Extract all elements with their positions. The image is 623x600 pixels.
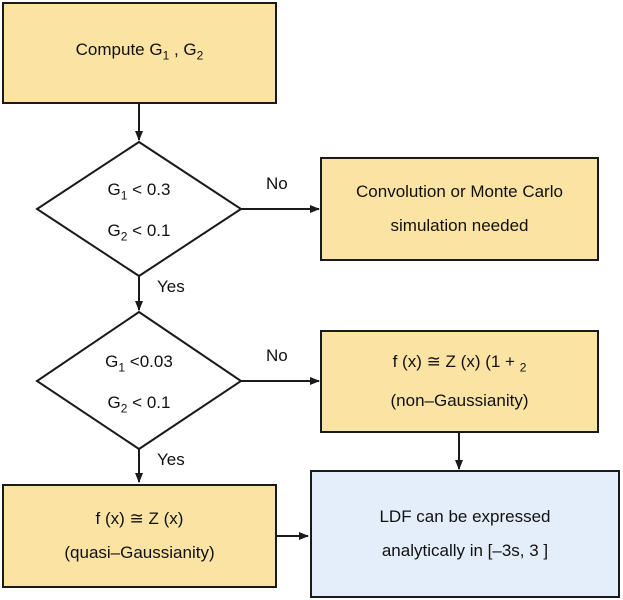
- decision2-condition-1: G1 <0.03: [105, 352, 173, 375]
- convolution-line1: Convolution or Monte Carlo: [356, 182, 563, 201]
- quasi-gaussianity-formula: f (x) ≅ Z (x): [95, 509, 184, 528]
- decision1-condition-2: G2 < 0.1: [107, 221, 171, 244]
- edge-label-no-2: No: [266, 346, 288, 365]
- compute-text: Compute G1 , G2: [75, 40, 204, 63]
- quasi-gaussianity-label: (quasi–Gaussianity): [64, 543, 215, 562]
- ldf-line2: analytically in [–3s, 3 ]: [381, 541, 549, 560]
- convolution-line2: simulation needed: [390, 216, 529, 235]
- quasi-gaussianity-box: f (x) ≅ Z (x) (quasi–Gaussianity): [2, 484, 277, 588]
- decision1-text: G1 < 0.3 G2 < 0.1: [74, 172, 204, 255]
- compute-box: Compute G1 , G2: [2, 2, 277, 104]
- decision2-text: G1 <0.03 G2 < 0.1: [74, 344, 204, 427]
- convolution-box: Convolution or Monte Carlo simulation ne…: [320, 157, 599, 261]
- edge-label-no-1: No: [266, 174, 288, 193]
- ldf-line1: LDF can be expressed: [379, 507, 551, 526]
- decision1-condition-1: G1 < 0.3: [107, 180, 171, 203]
- edge-label-yes-1: Yes: [157, 277, 185, 296]
- non-gaussianity-box: f (x) ≅ Z (x) (1 + 2 (non–Gaussianity): [320, 330, 599, 433]
- non-gaussianity-formula: f (x) ≅ Z (x) (1 + 2: [392, 351, 527, 375]
- non-gaussianity-label: (non–Gaussianity): [390, 391, 529, 411]
- ldf-box: LDF can be expressed analytically in [–3…: [310, 470, 620, 598]
- decision2-condition-2: G2 < 0.1: [107, 393, 171, 416]
- edge-label-yes-2: Yes: [157, 450, 185, 469]
